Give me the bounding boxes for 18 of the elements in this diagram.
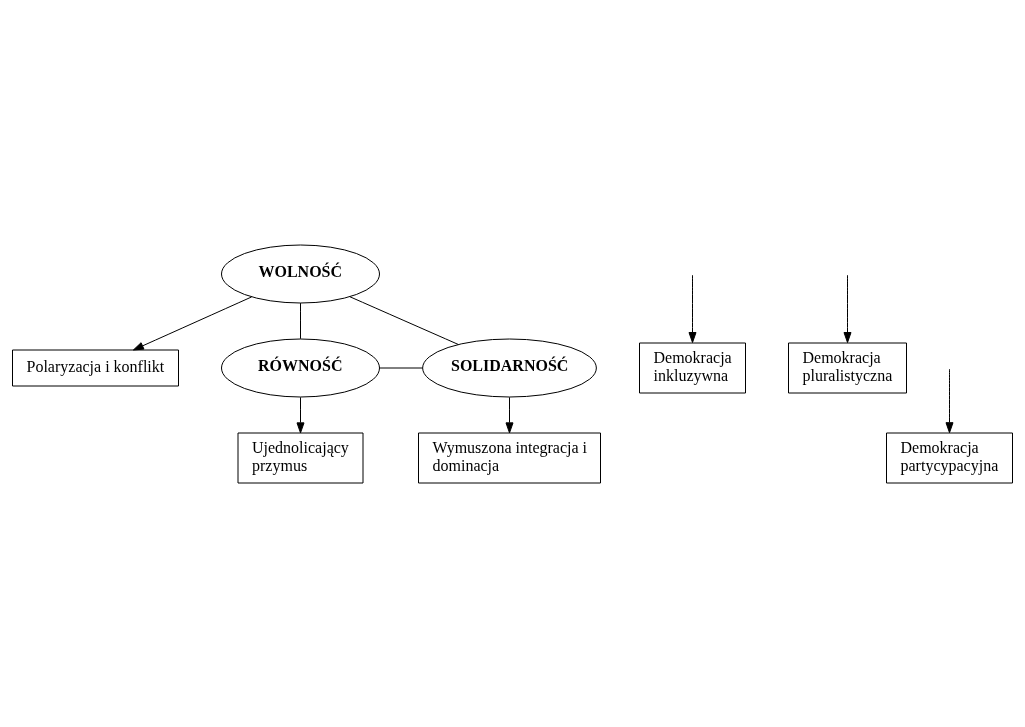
node-box: Wymuszona integracja i dominacja [418, 432, 601, 483]
node-box: Demokracja inkluzywna [639, 342, 746, 393]
arrow [843, 274, 852, 343]
node-box: Demokracja pluralistyczna [788, 342, 907, 393]
arrow [505, 396, 514, 433]
arrow [296, 396, 305, 433]
connector [379, 367, 424, 368]
arrow [688, 274, 697, 343]
arrow [132, 295, 253, 350]
node-ellipse: RÓWNOŚĆ [221, 338, 380, 397]
node-box: Ujednolicający przymus [237, 432, 364, 483]
node-ellipse: SOLIDARNOŚĆ [422, 338, 597, 397]
node-box: Demokracja partycypacyjna [886, 432, 1013, 483]
node-box: Polaryzacja i konflikt [12, 349, 179, 386]
connector [349, 295, 459, 345]
arrow [945, 368, 954, 433]
connector [300, 302, 301, 339]
node-ellipse: WOLNOŚĆ [221, 244, 380, 303]
